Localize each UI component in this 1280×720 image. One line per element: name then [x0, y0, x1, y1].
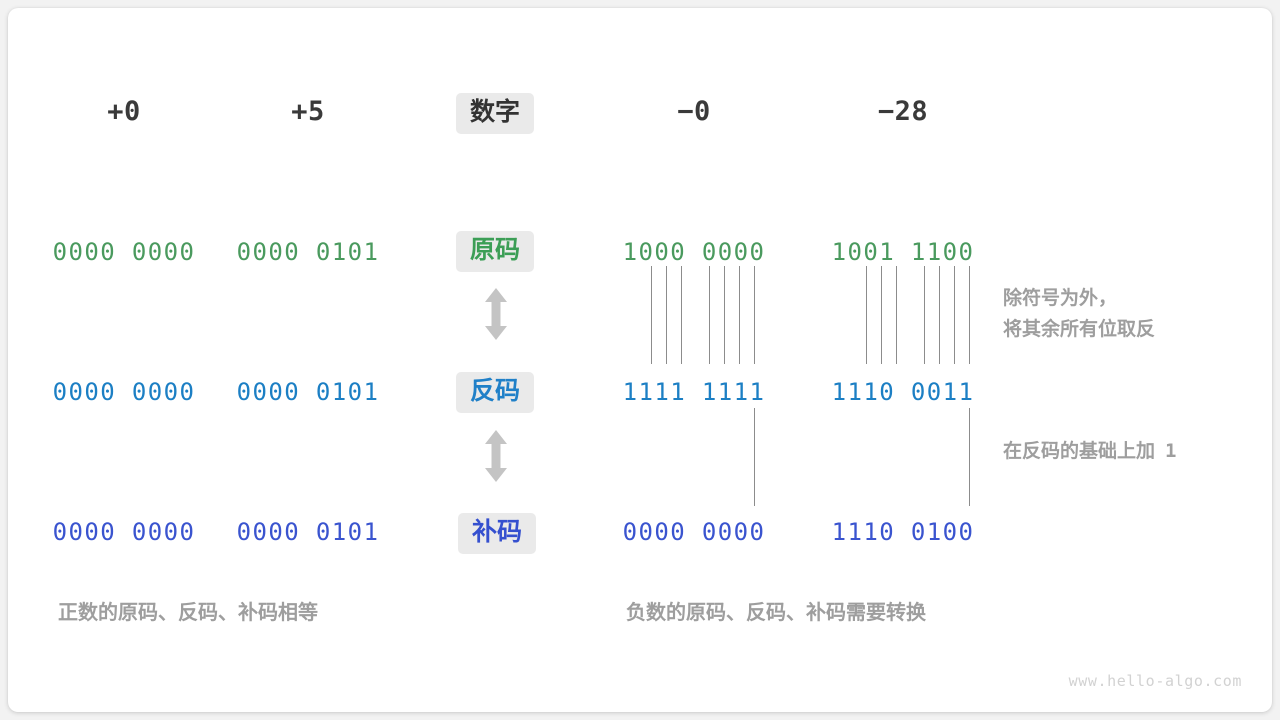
double-arrow-icon-upper — [481, 288, 511, 340]
invert-tick-line — [754, 266, 755, 364]
header-label-badge: 数字 — [455, 93, 535, 134]
add-one-line — [754, 408, 755, 506]
header-value-minus-0: −0 — [677, 96, 711, 127]
double-arrow-icon-lower — [481, 430, 511, 482]
figure-stage: +0 +5 数字 −0 −28 0000 0000 0000 0101 原码 1… — [8, 8, 1272, 712]
sign-magnitude-plus-5: 0000 0101 — [236, 238, 380, 266]
ones-complement-plus-0: 0000 0000 — [52, 378, 196, 406]
caption-negative: 负数的原码、反码、补码需要转换 — [626, 602, 926, 624]
caption-positive: 正数的原码、反码、补码相等 — [58, 602, 318, 624]
invert-tick-line — [709, 266, 710, 364]
invert-tick-line — [924, 266, 925, 364]
sign-magnitude-plus-0: 0000 0000 — [52, 238, 196, 266]
ones-complement-minus-28: 1110 0011 — [831, 378, 975, 406]
note-add-one-text: 在反码的基础上加 — [1003, 441, 1156, 462]
invert-tick-line — [969, 266, 970, 364]
header-value-plus-5: +5 — [291, 96, 325, 127]
twos-complement-plus-5: 0000 0101 — [236, 518, 380, 546]
invert-tick-line — [866, 266, 867, 364]
note-invert-line-2: 将其余所有位取反 — [1003, 319, 1156, 340]
twos-complement-minus-0: 0000 0000 — [622, 518, 766, 546]
note-invert-bits: 除符号为外， 将其余所有位取反 — [1003, 283, 1155, 345]
invert-tick-line — [881, 266, 882, 364]
row-label-sign-magnitude: 原码 — [455, 231, 535, 272]
sign-magnitude-minus-28: 1001 1100 — [831, 238, 975, 266]
watermark: www.hello-algo.com — [1068, 672, 1242, 690]
twos-complement-plus-0: 0000 0000 — [52, 518, 196, 546]
sign-magnitude-minus-0: 1000 0000 — [622, 238, 766, 266]
ones-complement-plus-5: 0000 0101 — [236, 378, 380, 406]
invert-tick-line — [954, 266, 955, 364]
invert-tick-line — [939, 266, 940, 364]
note-add-one: 在反码的基础上加 1 — [1003, 436, 1176, 467]
invert-tick-line — [724, 266, 725, 364]
invert-tick-line — [896, 266, 897, 364]
invert-tick-line — [651, 266, 652, 364]
add-one-line — [969, 408, 970, 506]
ones-complement-minus-0: 1111 1111 — [622, 378, 766, 406]
figure-card: +0 +5 数字 −0 −28 0000 0000 0000 0101 原码 1… — [8, 8, 1272, 712]
note-add-one-suffix: 1 — [1165, 440, 1177, 462]
row-label-ones-complement: 反码 — [455, 372, 535, 413]
note-invert-line-1: 除符号为外， — [1003, 288, 1118, 309]
twos-complement-minus-28: 1110 0100 — [831, 518, 975, 546]
header-value-minus-28: −28 — [877, 96, 929, 127]
invert-tick-line — [739, 266, 740, 364]
row-label-twos-complement: 补码 — [457, 513, 537, 554]
invert-tick-line — [681, 266, 682, 364]
header-value-plus-0: +0 — [107, 96, 141, 127]
invert-tick-line — [666, 266, 667, 364]
